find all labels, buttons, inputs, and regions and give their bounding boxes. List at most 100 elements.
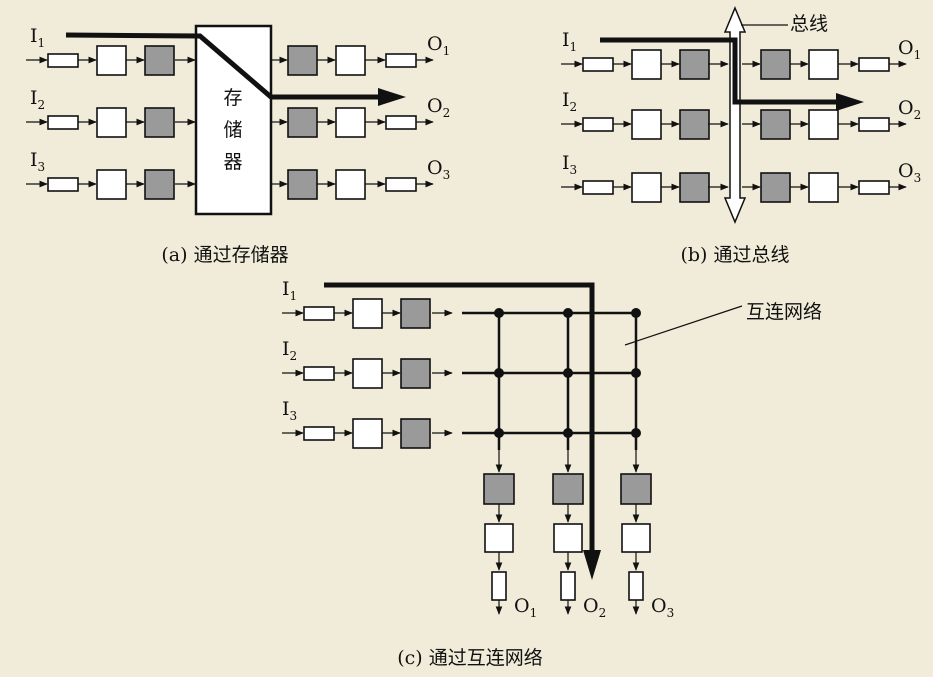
- buffer-box: [491, 571, 507, 601]
- processor-box: [352, 298, 383, 329]
- processor-box: [553, 523, 583, 553]
- output-label: O1: [898, 37, 921, 62]
- shaded-processor-box: [144, 169, 175, 200]
- crosspoint-node: [631, 428, 641, 438]
- path-arrowhead-a: [378, 88, 406, 106]
- caption-c: (c) 通过互连网络: [397, 647, 543, 669]
- shaded-processor-box: [679, 172, 710, 203]
- caption-b: (b) 通过总线: [680, 244, 789, 266]
- processor-box: [352, 418, 383, 449]
- input-label: I2: [562, 89, 577, 114]
- bus-double-arrow: [723, 6, 747, 224]
- processor-box: [96, 45, 127, 76]
- output-label: O1: [514, 595, 537, 620]
- caption-a: (a) 通过存储器: [161, 244, 288, 266]
- shaded-processor-box: [552, 473, 584, 505]
- input-label: I3: [562, 152, 577, 177]
- crosspoint-node: [494, 368, 504, 378]
- shaded-processor-box: [679, 49, 710, 80]
- buffer-box: [858, 117, 890, 132]
- path-arrow-b: [600, 37, 838, 105]
- output-label: O2: [898, 97, 921, 122]
- crosspoint-node: [563, 308, 573, 318]
- crosspoint-node: [631, 308, 641, 318]
- network-label: 互连网络: [746, 301, 822, 323]
- processor-box: [808, 49, 839, 80]
- processor-box: [335, 45, 366, 76]
- processor-box: [96, 169, 127, 200]
- crosspoint-node: [563, 368, 573, 378]
- output-label: O1: [427, 33, 450, 58]
- output-label: O3: [898, 160, 921, 185]
- processor-box: [631, 172, 662, 203]
- processor-box: [484, 523, 514, 553]
- processor-box: [352, 358, 383, 389]
- buffer-box: [303, 306, 335, 321]
- shaded-processor-box: [400, 298, 431, 329]
- buffer-box: [628, 571, 644, 601]
- input-label: I1: [562, 29, 577, 54]
- buffer-box: [303, 426, 335, 441]
- processor-box: [335, 169, 366, 200]
- buffer-box: [560, 571, 576, 601]
- shaded-processor-box: [760, 49, 791, 80]
- processor-box: [631, 109, 662, 140]
- path-arrow-a: [65, 32, 380, 100]
- processor-box: [96, 107, 127, 138]
- bus-label: 总线: [790, 13, 828, 35]
- output-label: O3: [427, 157, 450, 182]
- input-label: I2: [282, 338, 297, 363]
- buffer-box: [858, 57, 890, 72]
- buffer-box: [858, 180, 890, 195]
- path-arrow-c: [324, 282, 595, 552]
- shaded-processor-box: [400, 358, 431, 389]
- buffer-box: [385, 53, 417, 68]
- buffer-box: [582, 117, 614, 132]
- buffer-box: [582, 57, 614, 72]
- buffer-box: [47, 53, 79, 68]
- shaded-processor-box: [287, 169, 318, 200]
- processor-box: [335, 107, 366, 138]
- network-label-leader: [624, 305, 743, 346]
- buffer-box: [303, 366, 335, 381]
- shaded-processor-box: [287, 107, 318, 138]
- processor-box: [621, 523, 651, 553]
- memory-box: [194, 24, 273, 216]
- shaded-processor-box: [483, 473, 515, 505]
- memory-label-3: 器: [223, 151, 242, 173]
- input-label: I3: [282, 398, 297, 423]
- shaded-processor-box: [144, 107, 175, 138]
- memory-label-1: 存: [223, 87, 242, 109]
- input-label: I1: [282, 278, 297, 303]
- shaded-processor-box: [620, 473, 652, 505]
- buffer-box: [47, 115, 79, 130]
- path-arrowhead-b: [836, 93, 864, 111]
- output-label: O3: [651, 595, 674, 620]
- output-label: O2: [583, 595, 606, 620]
- processor-box: [808, 109, 839, 140]
- buffer-box: [385, 115, 417, 130]
- processor-box: [631, 49, 662, 80]
- crosspoint-node: [494, 308, 504, 318]
- shaded-processor-box: [144, 45, 175, 76]
- buffer-box: [385, 177, 417, 192]
- input-label: I3: [30, 149, 45, 174]
- crosspoint-node: [563, 428, 573, 438]
- shaded-processor-box: [287, 45, 318, 76]
- processor-box: [808, 172, 839, 203]
- memory-label-2: 储: [223, 119, 242, 141]
- crosspoint-node: [631, 368, 641, 378]
- shaded-processor-box: [760, 109, 791, 140]
- shaded-processor-box: [760, 172, 791, 203]
- buffer-box: [582, 180, 614, 195]
- buffer-box: [47, 177, 79, 192]
- path-arrowhead-c: [583, 550, 601, 580]
- output-label: O2: [427, 95, 450, 120]
- input-label: I2: [30, 87, 45, 112]
- input-label: I1: [30, 25, 45, 50]
- crosspoint-node: [494, 428, 504, 438]
